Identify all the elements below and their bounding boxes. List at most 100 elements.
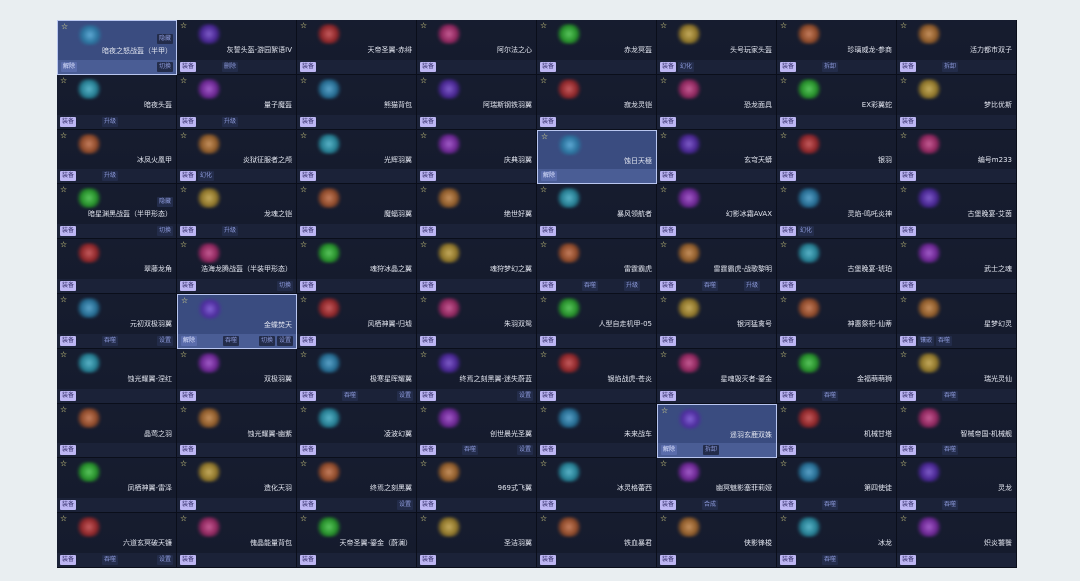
star-icon[interactable]: ☆: [180, 21, 188, 30]
dismantle-button[interactable]: 拆卸: [703, 445, 720, 456]
dismantle-button[interactable]: 拆卸: [942, 61, 959, 72]
equip-button[interactable]: 装备: [780, 116, 797, 127]
star-icon[interactable]: ☆: [660, 514, 668, 524]
item-card[interactable]: ☆969式飞翼装备: [417, 458, 537, 514]
star-icon[interactable]: ☆: [300, 21, 308, 30]
item-card[interactable]: ☆雷霆霸虎-战歌黎明装备吞噬升级: [657, 239, 777, 294]
item-card[interactable]: ☆头号玩家头盔装备幻化: [657, 20, 777, 75]
equip-button[interactable]: 装备: [660, 554, 677, 565]
item-card[interactable]: ☆冰龙装备吞噬: [777, 513, 897, 568]
item-card[interactable]: ☆第四使徒装备吞噬: [777, 458, 897, 514]
item-card[interactable]: ☆龙魂之铠装备升级: [177, 184, 297, 240]
item-card[interactable]: ☆银河猛禽号装备: [657, 293, 777, 349]
unequip-button[interactable]: 解除: [541, 171, 558, 182]
item-card[interactable]: ☆炽炎饕餮装备: [897, 513, 1017, 568]
devour-button[interactable]: 吞噬: [942, 445, 959, 456]
item-card[interactable]: ☆活力都市双子装备拆卸: [897, 20, 1017, 75]
item-card[interactable]: ☆傀晶能量背包装备: [177, 513, 297, 568]
item-card[interactable]: ☆银焰战虎-苍炎装备: [537, 348, 657, 404]
equip-button[interactable]: 装备: [420, 335, 437, 346]
item-card[interactable]: ☆蚀日天極解除: [537, 129, 657, 185]
star-icon[interactable]: ☆: [60, 404, 68, 414]
star-icon[interactable]: ☆: [300, 459, 308, 469]
item-card[interactable]: ☆机械甘塔装备: [777, 403, 897, 459]
settings-button[interactable]: 设置: [156, 335, 173, 346]
star-icon[interactable]: ☆: [60, 349, 68, 359]
item-card[interactable]: ☆珍璃威龙-参商装备拆卸: [777, 20, 897, 75]
transform-button[interactable]: 幻化: [678, 61, 695, 72]
item-card[interactable]: ☆神惠祭祀-仙蒂装备: [777, 293, 897, 349]
star-icon[interactable]: ☆: [660, 21, 668, 30]
star-icon[interactable]: ☆: [181, 295, 189, 305]
equip-button[interactable]: 装备: [60, 171, 77, 182]
star-icon[interactable]: ☆: [60, 514, 68, 524]
item-card[interactable]: ☆冰灵格蕾西装备: [537, 458, 657, 514]
equip-button[interactable]: 装备: [180, 554, 197, 565]
equip-button[interactable]: 装备: [300, 445, 317, 456]
item-card[interactable]: ☆遥羽玄鹿双姝解除拆卸: [657, 403, 777, 459]
equip-button[interactable]: 装备: [900, 280, 917, 291]
star-icon[interactable]: ☆: [420, 349, 428, 359]
item-card[interactable]: ☆未来战车装备: [537, 403, 657, 459]
star-icon[interactable]: ☆: [300, 240, 308, 250]
equip-button[interactable]: 装备: [180, 61, 197, 72]
equip-button[interactable]: 装备: [300, 226, 317, 237]
equip-button[interactable]: 装备: [780, 280, 797, 291]
star-icon[interactable]: ☆: [60, 240, 68, 250]
equip-button[interactable]: 装备: [420, 61, 437, 72]
star-icon[interactable]: ☆: [660, 349, 668, 359]
item-card[interactable]: ☆绝世好翼装备: [417, 184, 537, 240]
equip-button[interactable]: 装备: [540, 554, 557, 565]
equip-button[interactable]: 装备: [180, 226, 197, 237]
devour-button[interactable]: 吞噬: [936, 335, 953, 346]
item-card[interactable]: ☆铁血暴君装备: [537, 513, 657, 568]
equip-button[interactable]: 装备: [300, 61, 317, 72]
star-icon[interactable]: ☆: [300, 75, 308, 85]
star-icon[interactable]: ☆: [900, 240, 908, 250]
equip-button[interactable]: 装备: [660, 390, 677, 401]
settings-button[interactable]: 设置: [516, 390, 533, 401]
equip-button[interactable]: 装备: [420, 390, 437, 401]
equip-button[interactable]: 装备: [540, 61, 557, 72]
devour-button[interactable]: 吞噬: [822, 500, 839, 511]
star-icon[interactable]: ☆: [780, 294, 788, 304]
star-icon[interactable]: ☆: [180, 459, 188, 469]
star-icon[interactable]: ☆: [420, 130, 428, 140]
star-icon[interactable]: ☆: [541, 131, 549, 141]
equip-button[interactable]: 装备: [180, 390, 197, 401]
equip-button[interactable]: 装备: [780, 554, 797, 565]
equip-button[interactable]: 装备: [540, 445, 557, 456]
star-icon[interactable]: ☆: [60, 185, 68, 195]
star-icon[interactable]: ☆: [540, 349, 548, 359]
equip-button[interactable]: 装备: [60, 554, 77, 565]
equip-button[interactable]: 装备: [180, 171, 197, 182]
equip-button[interactable]: 装备: [60, 226, 77, 237]
combine-button[interactable]: 合成: [702, 500, 719, 511]
item-card[interactable]: ☆魂狩冰晶之翼装备: [297, 239, 417, 294]
star-icon[interactable]: ☆: [661, 405, 669, 415]
equip-button[interactable]: 装备: [660, 61, 677, 72]
star-icon[interactable]: ☆: [780, 240, 788, 250]
star-icon[interactable]: ☆: [660, 185, 668, 195]
star-icon[interactable]: ☆: [300, 404, 308, 414]
equip-button[interactable]: 装备: [180, 280, 197, 291]
equip-button[interactable]: 装备: [540, 226, 557, 237]
star-icon[interactable]: ☆: [180, 349, 188, 359]
devour-button[interactable]: 吞噬: [822, 390, 839, 401]
star-icon[interactable]: ☆: [180, 404, 188, 414]
item-card[interactable]: ☆量子魔盔装备升级: [177, 74, 297, 130]
equip-button[interactable]: 装备: [900, 390, 917, 401]
item-card[interactable]: ☆玄穹天蟒装备: [657, 129, 777, 185]
item-card[interactable]: ☆六道玄冥破天镰装备吞噬设置: [57, 513, 177, 568]
equip-button[interactable]: 装备: [540, 390, 557, 401]
devour-button[interactable]: 吞噬: [102, 554, 119, 565]
devour-button[interactable]: 吞噬: [942, 500, 959, 511]
star-icon[interactable]: ☆: [540, 240, 548, 250]
equip-button[interactable]: 装备: [60, 335, 77, 346]
devour-button[interactable]: 吞噬: [342, 390, 359, 401]
upgrade-button[interactable]: 升级: [102, 171, 119, 182]
item-card[interactable]: ☆庆典羽翼装备: [417, 129, 537, 185]
equip-button[interactable]: 装备: [540, 335, 557, 346]
